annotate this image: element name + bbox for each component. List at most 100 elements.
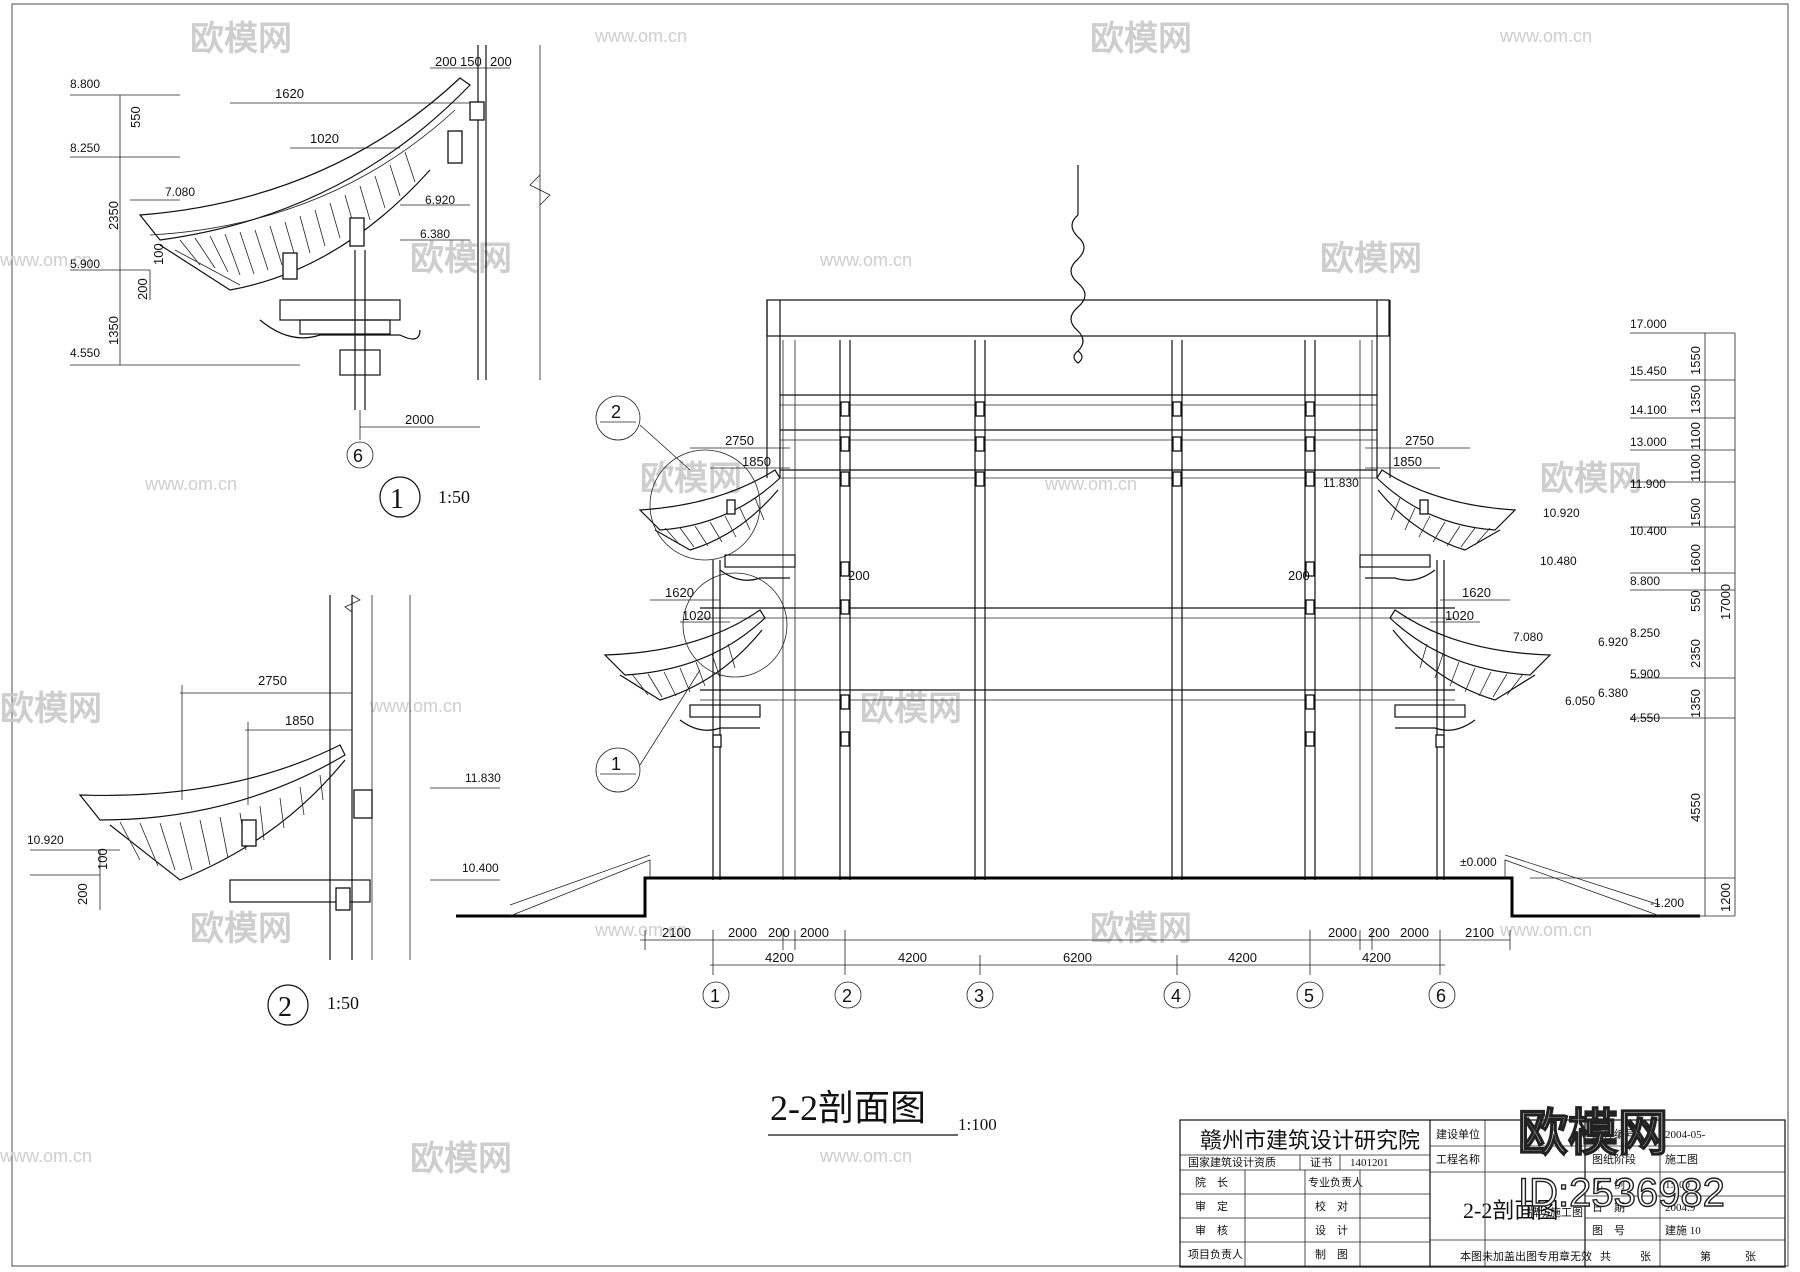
elev-13000: 13.000 — [1630, 435, 1667, 449]
elev-8250: 8.250 — [1630, 626, 1660, 640]
watermark-brand: 欧模网 — [190, 910, 292, 948]
elev-14100: 14.100 — [1630, 403, 1667, 417]
elev-10920: 10.920 — [1543, 506, 1580, 520]
watermark-url: www.om.cn — [144, 474, 237, 494]
axis-6: 6 — [353, 446, 363, 466]
elev-5900: 5.900 — [1630, 667, 1660, 681]
elev-7080: 7.080 — [1513, 630, 1543, 644]
dim-2100: 2100 — [1465, 925, 1494, 940]
watermark-brand: 欧模网 — [0, 690, 102, 728]
sign-sheet: 张 — [1745, 1250, 1756, 1263]
dim-2750: 2750 — [1405, 433, 1434, 448]
dim-2350: 2350 — [106, 201, 121, 230]
detail-2-number: 2 — [278, 992, 292, 1023]
id-watermark-number: ID:2536982 — [1518, 1171, 1725, 1215]
drawing-sub: 牌坊施工图 — [1528, 1205, 1583, 1219]
vdim-550: 550 — [1688, 590, 1703, 612]
invalid-note: 本图未加盖出图专用章无效 — [1460, 1249, 1592, 1263]
role-draft: 制 图 — [1315, 1248, 1348, 1261]
role-review: 审 核 — [1195, 1223, 1228, 1237]
vdim-1200: 1200 — [1718, 883, 1733, 912]
dim-1850: 1850 — [285, 713, 314, 728]
elev-11830: 11.830 — [465, 771, 501, 785]
dim-1620: 1620 — [275, 86, 304, 101]
value-stage: 施工图 — [1665, 1153, 1698, 1166]
elev-11900: 11.900 — [1630, 477, 1666, 491]
vdim-4550: 4550 — [1688, 793, 1703, 822]
vdim-1600: 1600 — [1688, 544, 1703, 573]
dim-2000: 2000 — [1328, 925, 1357, 940]
role-discipline-lead: 专业负责人 — [1308, 1175, 1363, 1189]
dim-1850: 1850 — [742, 454, 771, 469]
watermark-brand: 欧模网 — [410, 240, 512, 278]
watermark-url: www.om.cn — [1499, 26, 1592, 46]
elev-8800: 8.800 — [70, 77, 100, 91]
dim-2000: 2000 — [405, 412, 434, 427]
label-project: 工程名称 — [1436, 1152, 1480, 1166]
watermark-brand: 欧模网 — [410, 1140, 512, 1178]
watermark-brand: 欧模网 — [1320, 240, 1422, 278]
value-sheet-no: 建施 10 — [1665, 1223, 1701, 1237]
role-project-lead: 项目负责人 — [1188, 1247, 1243, 1261]
section-2-2: 2 1 2750 1850 200 1620 1020 2750 1850 20… — [456, 165, 1736, 1136]
id-watermark-brand: 欧模网 — [1518, 1105, 1668, 1161]
elev-4550: 4.550 — [70, 346, 100, 360]
dim-200: 200 — [1368, 925, 1390, 940]
dim-1020: 1020 — [310, 131, 339, 146]
elev-15450: 15.450 — [1630, 364, 1667, 378]
label-stage: 图纸阶段 — [1592, 1152, 1636, 1166]
dim-2000: 2000 — [728, 925, 757, 940]
sign-no: 第 — [1700, 1249, 1711, 1263]
elev-6380: 6.380 — [1598, 686, 1628, 700]
vdim-1100: 1100 — [1688, 454, 1703, 482]
dim-1850: 1850 — [1393, 454, 1422, 469]
watermark-brand: 欧模网 — [640, 460, 742, 498]
elev-10920: 10.920 — [27, 833, 64, 847]
elev-10480: 10.480 — [1540, 554, 1577, 568]
callout-1: 1 — [611, 754, 621, 774]
value-scale: 1:100 — [1665, 1179, 1691, 1191]
role-check: 校 对 — [1315, 1199, 1348, 1213]
vdim-1350: 1350 — [1688, 385, 1703, 414]
cert-no: 1401201 — [1350, 1157, 1389, 1169]
label-scale: 比 例 — [1592, 1177, 1625, 1191]
vdim-1500: 1500 — [1688, 498, 1703, 527]
elev-11830: 11.830 — [1323, 476, 1359, 490]
dim-100: 100 — [151, 243, 166, 265]
axis-2: 2 — [842, 986, 852, 1006]
dim-1620: 1620 — [1462, 585, 1491, 600]
axis-bubbles: 1 2 3 4 5 6 — [702, 981, 1456, 1009]
dim-200: 200 — [490, 54, 512, 69]
role-approve: 审 定 — [1195, 1199, 1228, 1213]
watermark-brand: 欧模网 — [860, 690, 962, 728]
cert-pre: 证书 — [1310, 1156, 1332, 1169]
dim-1020: 1020 — [1445, 608, 1474, 623]
dim-1020: 1020 — [682, 608, 711, 623]
detail-1: 200 150 200 1620 1020 2000 550 2350 200 … — [70, 45, 551, 518]
elev-8800: 8.800 — [1630, 574, 1660, 588]
sheet-border — [11, 3, 1789, 1267]
elev-8250: 8.250 — [70, 141, 100, 155]
axis-5: 5 — [1304, 986, 1314, 1006]
watermark-brand: 欧模网 — [1090, 20, 1192, 58]
elev-6380: 6.380 — [420, 227, 450, 241]
id-watermark: 欧模网 ID:2536982 — [1517, 1104, 1725, 1216]
watermark-brand: 欧模网 — [1540, 460, 1642, 498]
axis-6: 6 — [1436, 986, 1446, 1006]
dim-200: 200 — [848, 568, 870, 583]
elev-10400: 10.400 — [462, 861, 499, 875]
total-height: 17000 — [1718, 584, 1733, 620]
elev-0000: ±0.000 — [1460, 855, 1497, 869]
dim-2100: 2100 — [662, 925, 691, 940]
elev-6920: 6.920 — [425, 193, 455, 207]
columns — [712, 340, 1445, 880]
dim-100: 100 — [95, 848, 110, 870]
section-scale: 1:100 — [958, 1115, 997, 1134]
title-block: 赣州市建筑设计研究院 国家建筑设计资质 证书 1401201 院 长 审 定 审… — [1179, 1119, 1786, 1268]
elev-10400: 10.400 — [1630, 524, 1667, 538]
right-elevations: 17.000 15.450 14.100 13.000 11.900 11.83… — [1323, 317, 1736, 917]
vdim-1550: 1550 — [1688, 346, 1703, 375]
label-client: 建设单位 — [1436, 1127, 1480, 1141]
dim-4200: 4200 — [765, 950, 794, 965]
